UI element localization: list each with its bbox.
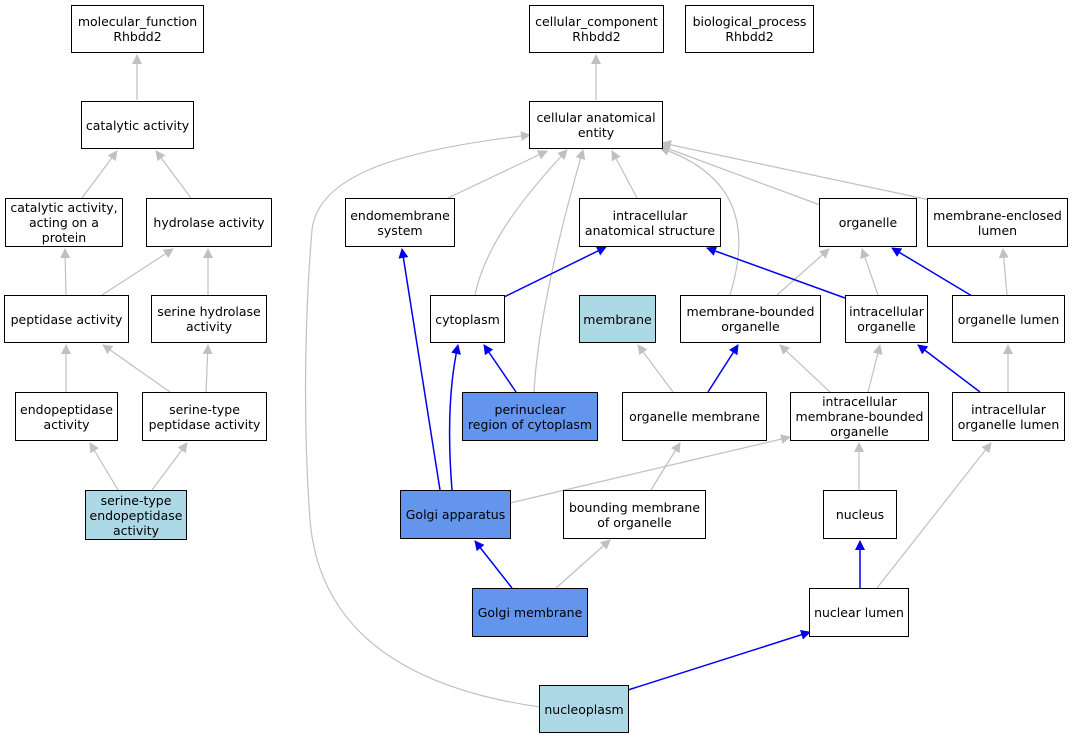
edge-mbo-to-organelle (776, 248, 830, 296)
edge-imbo-to-io (867, 344, 883, 393)
edge-ias-to-cae (611, 150, 638, 199)
edge-golgi-membrane-to-bmo (555, 539, 611, 589)
edge-om-to-membrane (637, 344, 674, 393)
node-nuclear-lumen[interactable]: nuclear lumen (809, 588, 909, 637)
node-organelle-membrane[interactable]: organelle membrane (622, 392, 767, 441)
edge-peptidase-to-hydrolase (101, 248, 174, 296)
node-endomembrane-system[interactable]: endomembrane system (345, 198, 455, 247)
node-intracellular-organelle-lumen[interactable]: intracellular organelle lumen (952, 392, 1065, 441)
node-catalytic-activity[interactable]: catalytic activity (81, 101, 194, 149)
edge-serine-type-endopeptidase-to-serine-type-peptidase (151, 442, 188, 491)
node-bounding-membrane-of-organelle[interactable]: bounding membrane of organelle (563, 490, 706, 539)
edge-perinuclear-to-cytoplasm (483, 344, 517, 393)
node-golgi-apparatus[interactable]: Golgi apparatus (400, 490, 511, 539)
node-molecular-function[interactable]: molecular_function Rhbdd2 (71, 5, 204, 53)
edge-cytoplasm-to-ias (503, 246, 607, 298)
node-perinuclear-region-of-cytoplasm[interactable]: perinuclear region of cytoplasm (462, 392, 598, 441)
node-nucleoplasm[interactable]: nucleoplasm (539, 685, 629, 733)
edge-peptidase-to-catalytic-protein (60, 248, 71, 296)
node-golgi-membrane[interactable]: Golgi membrane (472, 588, 588, 637)
edge-bmo-to-om (650, 442, 681, 491)
edge-endomembrane-to-cae (447, 150, 548, 199)
node-serine-type-endopeptidase-activity[interactable]: serine-type endopeptidase activity (85, 490, 187, 540)
node-cellular-component[interactable]: cellular_component Rhbdd2 (529, 5, 664, 53)
node-organelle[interactable]: organelle (819, 198, 917, 247)
node-biological-process[interactable]: biological_process Rhbdd2 (685, 5, 814, 53)
node-intracellular-anatomical-structure[interactable]: intracellular anatomical structure (579, 198, 721, 247)
edge-nucleoplasm-to-nuclear-lumen (627, 629, 811, 691)
edge-golgi-to-cytoplasm (448, 344, 461, 491)
edge-io-to-organelle (860, 248, 879, 296)
node-cellular-anatomical-entity[interactable]: cellular anatomical entity (529, 101, 663, 149)
edge-om-to-mbo (707, 344, 739, 393)
edge-imbo-to-mbo (779, 344, 831, 393)
edge-io-to-ias (706, 246, 846, 299)
node-serine-hydrolase-activity[interactable]: serine hydrolase activity (151, 295, 267, 343)
node-peptidase-activity[interactable]: peptidase activity (4, 295, 129, 343)
edge-organelle-to-cae (660, 144, 821, 206)
node-endopeptidase-activity[interactable]: endopeptidase activity (15, 392, 118, 441)
edge-cytoplasm-to-cae (474, 149, 568, 296)
node-membrane-enclosed-lumen[interactable]: membrane-enclosed lumen (927, 198, 1068, 247)
node-membrane-bounded-organelle[interactable]: membrane-bounded organelle (680, 295, 821, 343)
edge-golgi-to-endomembrane (398, 248, 441, 491)
edge-catalytic-protein-to-catalytic (81, 150, 118, 199)
node-serine-type-peptidase-activity[interactable]: serine-type peptidase activity (142, 392, 267, 441)
edge-serine-type-peptidase-to-peptidase (102, 344, 171, 393)
node-hydrolase-activity[interactable]: hydrolase activity (146, 198, 272, 247)
node-catalytic-activity-acting-on-protein[interactable]: catalytic activity, acting on a protein (5, 198, 123, 247)
edge-serine-type-endopeptidase-to-endopeptidase (89, 442, 119, 491)
edge-ol-to-organelle (891, 247, 973, 297)
node-organelle-lumen[interactable]: organelle lumen (952, 295, 1065, 343)
node-cytoplasm[interactable]: cytoplasm (430, 295, 505, 343)
edge-nuclear-lumen-to-iol (876, 442, 992, 589)
node-nucleus[interactable]: nucleus (823, 490, 897, 539)
edge-golgi-membrane-to-golgi (474, 540, 513, 589)
node-membrane[interactable]: membrane (579, 295, 656, 343)
edge-golgi-to-imbo (509, 434, 791, 504)
node-intracellular-membrane-bounded-organelle[interactable]: intracellular membrane-bounded organelle (790, 392, 929, 441)
edge-mel-to-cae (661, 139, 931, 201)
edge-serine-type-peptidase-to-serine-hydrolase (202, 344, 213, 393)
edge-iol-to-io (917, 344, 981, 393)
edge-nucleoplasm-to-cae (304, 131, 541, 708)
edge-membrane-to-cae (659, 146, 740, 296)
edge-hydrolase-to-catalytic (155, 150, 192, 199)
node-intracellular-organelle[interactable]: intracellular organelle (845, 295, 928, 343)
edge-ol-to-mel (998, 248, 1009, 296)
